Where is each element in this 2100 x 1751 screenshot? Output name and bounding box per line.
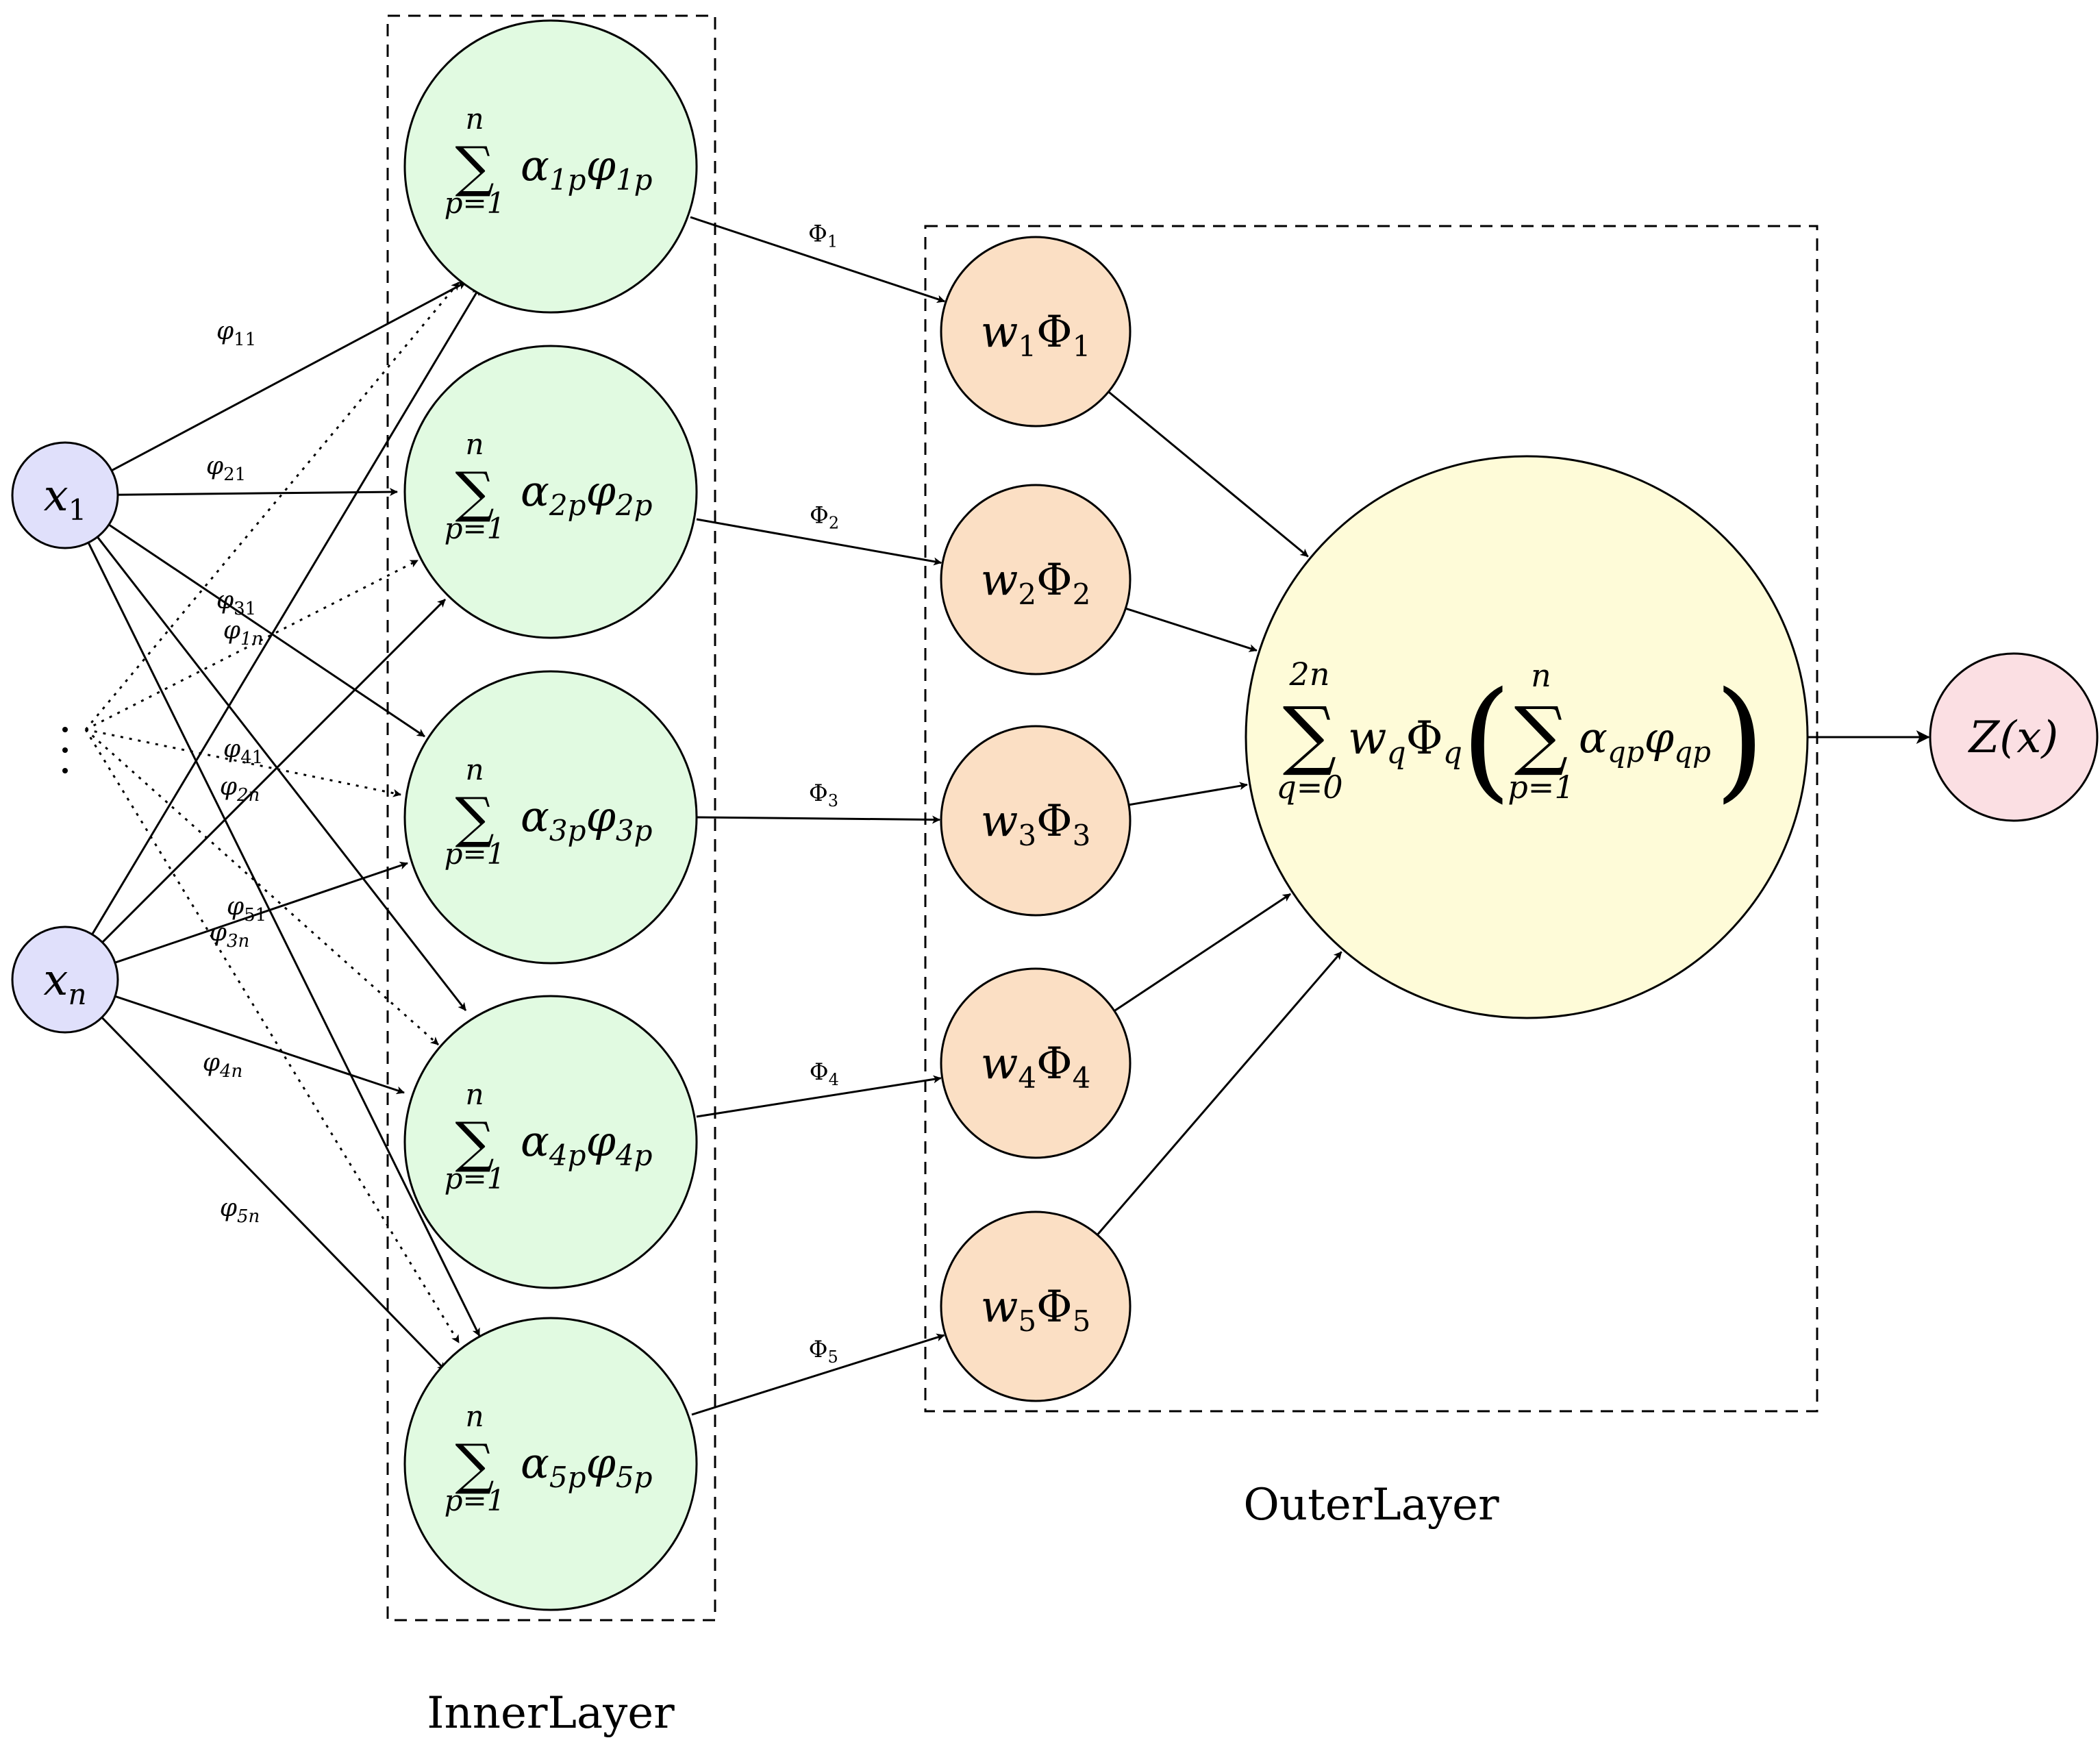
edge-inner-outer-4 <box>696 1075 942 1118</box>
edge-outer-big-5 <box>1097 951 1342 1236</box>
edge-inner-outer-2 <box>696 518 942 566</box>
inner-sum-upper: n <box>465 753 484 786</box>
big-outer-upper: 2n <box>1289 656 1330 693</box>
outer-node-5 <box>940 1210 1132 1402</box>
edge-label-x1-4: φ41 <box>223 735 263 768</box>
edge-xn-inner-3 <box>114 861 408 964</box>
ellipsis-dot <box>62 768 68 773</box>
outer-label-5: w5Φ5 <box>981 1282 1091 1338</box>
outer-label-4: w4Φ4 <box>981 1039 1091 1095</box>
edge-label-Phi-5: Φ5 <box>809 1336 838 1367</box>
output-label: Z(x) <box>1968 712 2059 763</box>
edge-outer-big-2 <box>1125 607 1258 652</box>
edge-x1-inner-4 <box>97 536 467 1011</box>
edge-x1-inner-3 <box>108 523 425 738</box>
edge-label-xn-3: φ3n <box>210 919 250 952</box>
edge-xn-inner-1 <box>91 287 481 935</box>
inner-term-5: α5pφ5p <box>521 1438 653 1494</box>
big-inner-sum: ∑ <box>1514 691 1568 778</box>
edge-label-Phi-3: Φ3 <box>809 780 838 810</box>
big-outer-lower: q=0 <box>1276 769 1342 806</box>
big-inner-upper: n <box>1531 657 1551 694</box>
inner-sum-sign: ∑ <box>455 1432 494 1496</box>
input-node-2 <box>11 926 119 1034</box>
inner-sum-lower: p=1 <box>445 1162 505 1195</box>
edge-label-Phi-4: Φ4 <box>810 1058 839 1089</box>
edge-outer-big-1 <box>1108 390 1309 558</box>
outer-label-1: w1Φ1 <box>981 307 1091 363</box>
inner-sum-lower: p=1 <box>445 512 505 545</box>
edge-label-x1-3: φ31 <box>216 586 256 619</box>
big-paren-left: ( <box>1461 664 1512 815</box>
edge-outer-big-3 <box>1128 782 1248 806</box>
dotted-edge-1 <box>84 282 460 730</box>
edge-label-x1-5: φ51 <box>227 893 266 926</box>
edge-label-x1-2: φ21 <box>206 452 246 485</box>
big-paren-right: ) <box>1714 664 1765 815</box>
edge-label-xn-5: φ5n <box>220 1194 260 1227</box>
inner-node-4 <box>403 995 698 1289</box>
input-label-2: xn <box>43 955 86 1011</box>
edge-x1-inner-2 <box>117 488 398 497</box>
inner-sum-upper: n <box>465 102 484 136</box>
big-outer-sum: ∑ <box>1283 691 1337 778</box>
inner-sum-upper: n <box>465 1400 484 1433</box>
edge-inner-outer-3 <box>696 815 941 824</box>
dotted-edge-4 <box>85 728 439 1046</box>
edge-x1-inner-1 <box>111 281 466 472</box>
outer-node-4 <box>940 967 1132 1159</box>
edge-label-x1-1: φ11 <box>216 317 256 350</box>
edge-xn-inner-4 <box>114 995 405 1095</box>
ellipsis-dot <box>62 747 68 753</box>
edge-xn-inner-5 <box>101 1017 447 1371</box>
inner-term-1: α1pφ1p <box>521 140 653 197</box>
edge-xn-inner-2 <box>101 598 447 943</box>
inner-sum-sign: ∑ <box>455 786 494 849</box>
edge-label-xn-1: φ1n <box>223 617 264 649</box>
edge-inner-outer-1 <box>690 216 946 303</box>
inner-node-5 <box>403 1317 698 1611</box>
inner-sum-lower: p=1 <box>445 186 505 220</box>
ellipsis-dot <box>62 727 68 732</box>
inner-term-3: α3pφ3p <box>521 791 653 847</box>
outer-node-1 <box>940 236 1132 427</box>
outer-node-3 <box>940 725 1132 917</box>
edge-label-Phi-1: Φ1 <box>808 220 838 251</box>
edge-label-xn-4: φ4n <box>203 1049 243 1082</box>
dotted-edge-3 <box>85 728 401 797</box>
dotted-edge-5 <box>84 729 460 1343</box>
inner-sum-lower: p=1 <box>445 837 505 871</box>
edge-label-xn-2: φ2n <box>220 773 260 806</box>
outer-label-3: w3Φ3 <box>981 796 1091 852</box>
inner-node-1 <box>403 19 698 314</box>
edge-x1-inner-5 <box>87 542 481 1337</box>
big-inner-term: αqpφqp <box>1579 712 1711 769</box>
inner-sum-upper: n <box>465 1078 484 1111</box>
edge-outer-big-4 <box>1114 893 1291 1012</box>
inner-sum-sign: ∑ <box>455 460 494 524</box>
outer-layer-label: OuterLayer <box>1243 1480 1499 1530</box>
outer-node-2 <box>940 484 1132 675</box>
outer-label-2: w2Φ2 <box>981 555 1091 611</box>
inner-sum-sign: ∑ <box>455 135 494 199</box>
inner-term-4: α4pφ4p <box>521 1116 653 1172</box>
output-node <box>1929 652 2099 822</box>
input-node-1 <box>11 441 119 549</box>
edge-inner-outer-5 <box>691 1333 945 1416</box>
nodes-group: x1xnn∑p=1α1pφ1pn∑p=1α2pφ2pn∑p=1α3pφ3pn∑p… <box>11 19 2099 1611</box>
inner-term-2: α2pφ2p <box>521 466 653 522</box>
big-w-Phi: wqΦq <box>1348 712 1462 771</box>
inner-sum-sign: ∑ <box>455 1110 494 1174</box>
inner-node-2 <box>403 345 698 639</box>
big-sum-node <box>1245 455 1809 1019</box>
inner-node-3 <box>403 670 698 965</box>
edge-label-Phi-2: Φ2 <box>810 502 839 533</box>
inner-sum-lower: p=1 <box>445 1484 505 1517</box>
inner-sum-upper: n <box>465 427 484 461</box>
input-label-1: x1 <box>44 471 87 527</box>
inner-layer-label: InnerLayer <box>427 1688 675 1739</box>
big-inner-lower: p=1 <box>1508 769 1574 806</box>
